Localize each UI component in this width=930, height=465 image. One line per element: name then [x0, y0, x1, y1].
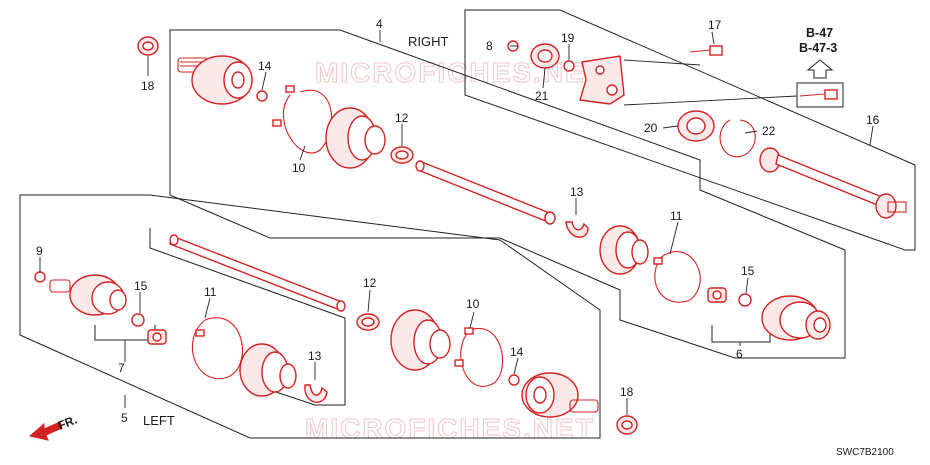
- right-clip-13: [565, 221, 589, 238]
- left-side-label: LEFT: [143, 413, 175, 428]
- outline-up-arrow-icon: [806, 59, 834, 79]
- left-snap-ring-14: [508, 374, 520, 386]
- callout-22: 22: [762, 124, 776, 138]
- bracket-leader-top: [623, 59, 701, 66]
- callout-9: 9: [36, 244, 43, 258]
- callout-8: 8: [486, 39, 493, 53]
- left-outer-boot: [390, 309, 451, 371]
- callout-19: 19: [561, 31, 575, 45]
- right-assembly-frame: [169, 29, 846, 359]
- reference-b47-3: B-47-3: [799, 41, 837, 55]
- left-assembly-frame: [19, 194, 601, 439]
- callout-21: 21: [535, 89, 549, 103]
- left-tripod: [147, 329, 167, 345]
- flange-bolt-lower: [799, 89, 838, 100]
- left-boot-band-10: [454, 327, 504, 387]
- right-outer-boot: [325, 107, 386, 169]
- right-shaft: [415, 160, 556, 225]
- left-clamp-12: [356, 313, 380, 331]
- circlip-22: [719, 119, 756, 158]
- reference-b47: B-47: [806, 26, 833, 40]
- callout-18-top: 18: [141, 79, 155, 93]
- watermark-bottom: MICROFICHES.NET: [305, 413, 595, 444]
- right-boot-band-11: [653, 251, 701, 303]
- front-label: FR.: [56, 413, 79, 433]
- left-shaft-frame: [149, 228, 346, 406]
- right-tripod: [707, 287, 727, 303]
- bolt-ref-box: [796, 82, 844, 108]
- intermediate-shaft: [759, 147, 907, 219]
- callout-14-left: 14: [510, 345, 524, 359]
- callout-13-left: 13: [308, 349, 322, 363]
- callout-10-right: 10: [292, 161, 306, 175]
- left-inner-boot: [239, 343, 297, 397]
- left-ring-9: [34, 271, 46, 283]
- leader-lines: [39, 30, 874, 415]
- left-outer-cv-joint: [521, 372, 599, 418]
- callout-7: 7: [118, 361, 125, 375]
- spindle-nut-bottom: [616, 415, 638, 435]
- bracket-7: [94, 325, 156, 341]
- watermark-top: MICROFICHES.NET: [315, 57, 605, 88]
- callout-15-left: 15: [134, 279, 148, 293]
- callout-10-left: 10: [466, 297, 480, 311]
- left-shaft: [169, 234, 346, 312]
- spindle-nut-top: [137, 36, 159, 56]
- front-direction-arrow-icon: [28, 421, 63, 441]
- callout-11-left: 11: [204, 285, 217, 299]
- callout-20: 20: [644, 121, 658, 135]
- left-boot-band-11: [191, 317, 243, 380]
- ring-19: [563, 60, 575, 72]
- intermediate-shaft-frame: [464, 9, 916, 251]
- callout-12-left: 12: [363, 276, 377, 290]
- right-side-label: RIGHT: [408, 34, 449, 49]
- left-clip-13: [304, 384, 328, 403]
- right-clamp-12: [390, 146, 414, 164]
- left-ring-15: [131, 313, 145, 327]
- callout-13-right: 13: [570, 185, 584, 199]
- bracket-leader-bottom: [623, 95, 798, 106]
- right-ring-15: [738, 293, 752, 307]
- left-inner-cv-joint: [49, 274, 127, 316]
- right-outer-cv-joint: [177, 55, 253, 105]
- bracket-6: [711, 325, 771, 343]
- right-inner-cv-joint: [761, 295, 831, 341]
- bearing-21: [530, 43, 560, 69]
- right-inner-boot: [599, 225, 649, 275]
- right-boot-band-10: [272, 85, 333, 154]
- callout-5: 5: [121, 411, 128, 425]
- callout-15-right: 15: [741, 264, 755, 278]
- callout-14-right: 14: [258, 59, 272, 73]
- right-snap-ring-14: [256, 90, 268, 102]
- bearing-20: [677, 110, 715, 142]
- callout-11-right: 11: [670, 209, 683, 223]
- diagram-code: SWC7B2100: [836, 447, 894, 458]
- callout-4: 4: [376, 17, 383, 31]
- bearing-bracket: [579, 55, 625, 105]
- flange-bolt-17: [689, 45, 723, 56]
- callout-17: 17: [708, 18, 722, 32]
- callout-12-right: 12: [395, 111, 409, 125]
- callout-16: 16: [866, 113, 880, 127]
- callout-6: 6: [736, 347, 743, 361]
- callout-18-bottom: 18: [620, 385, 634, 399]
